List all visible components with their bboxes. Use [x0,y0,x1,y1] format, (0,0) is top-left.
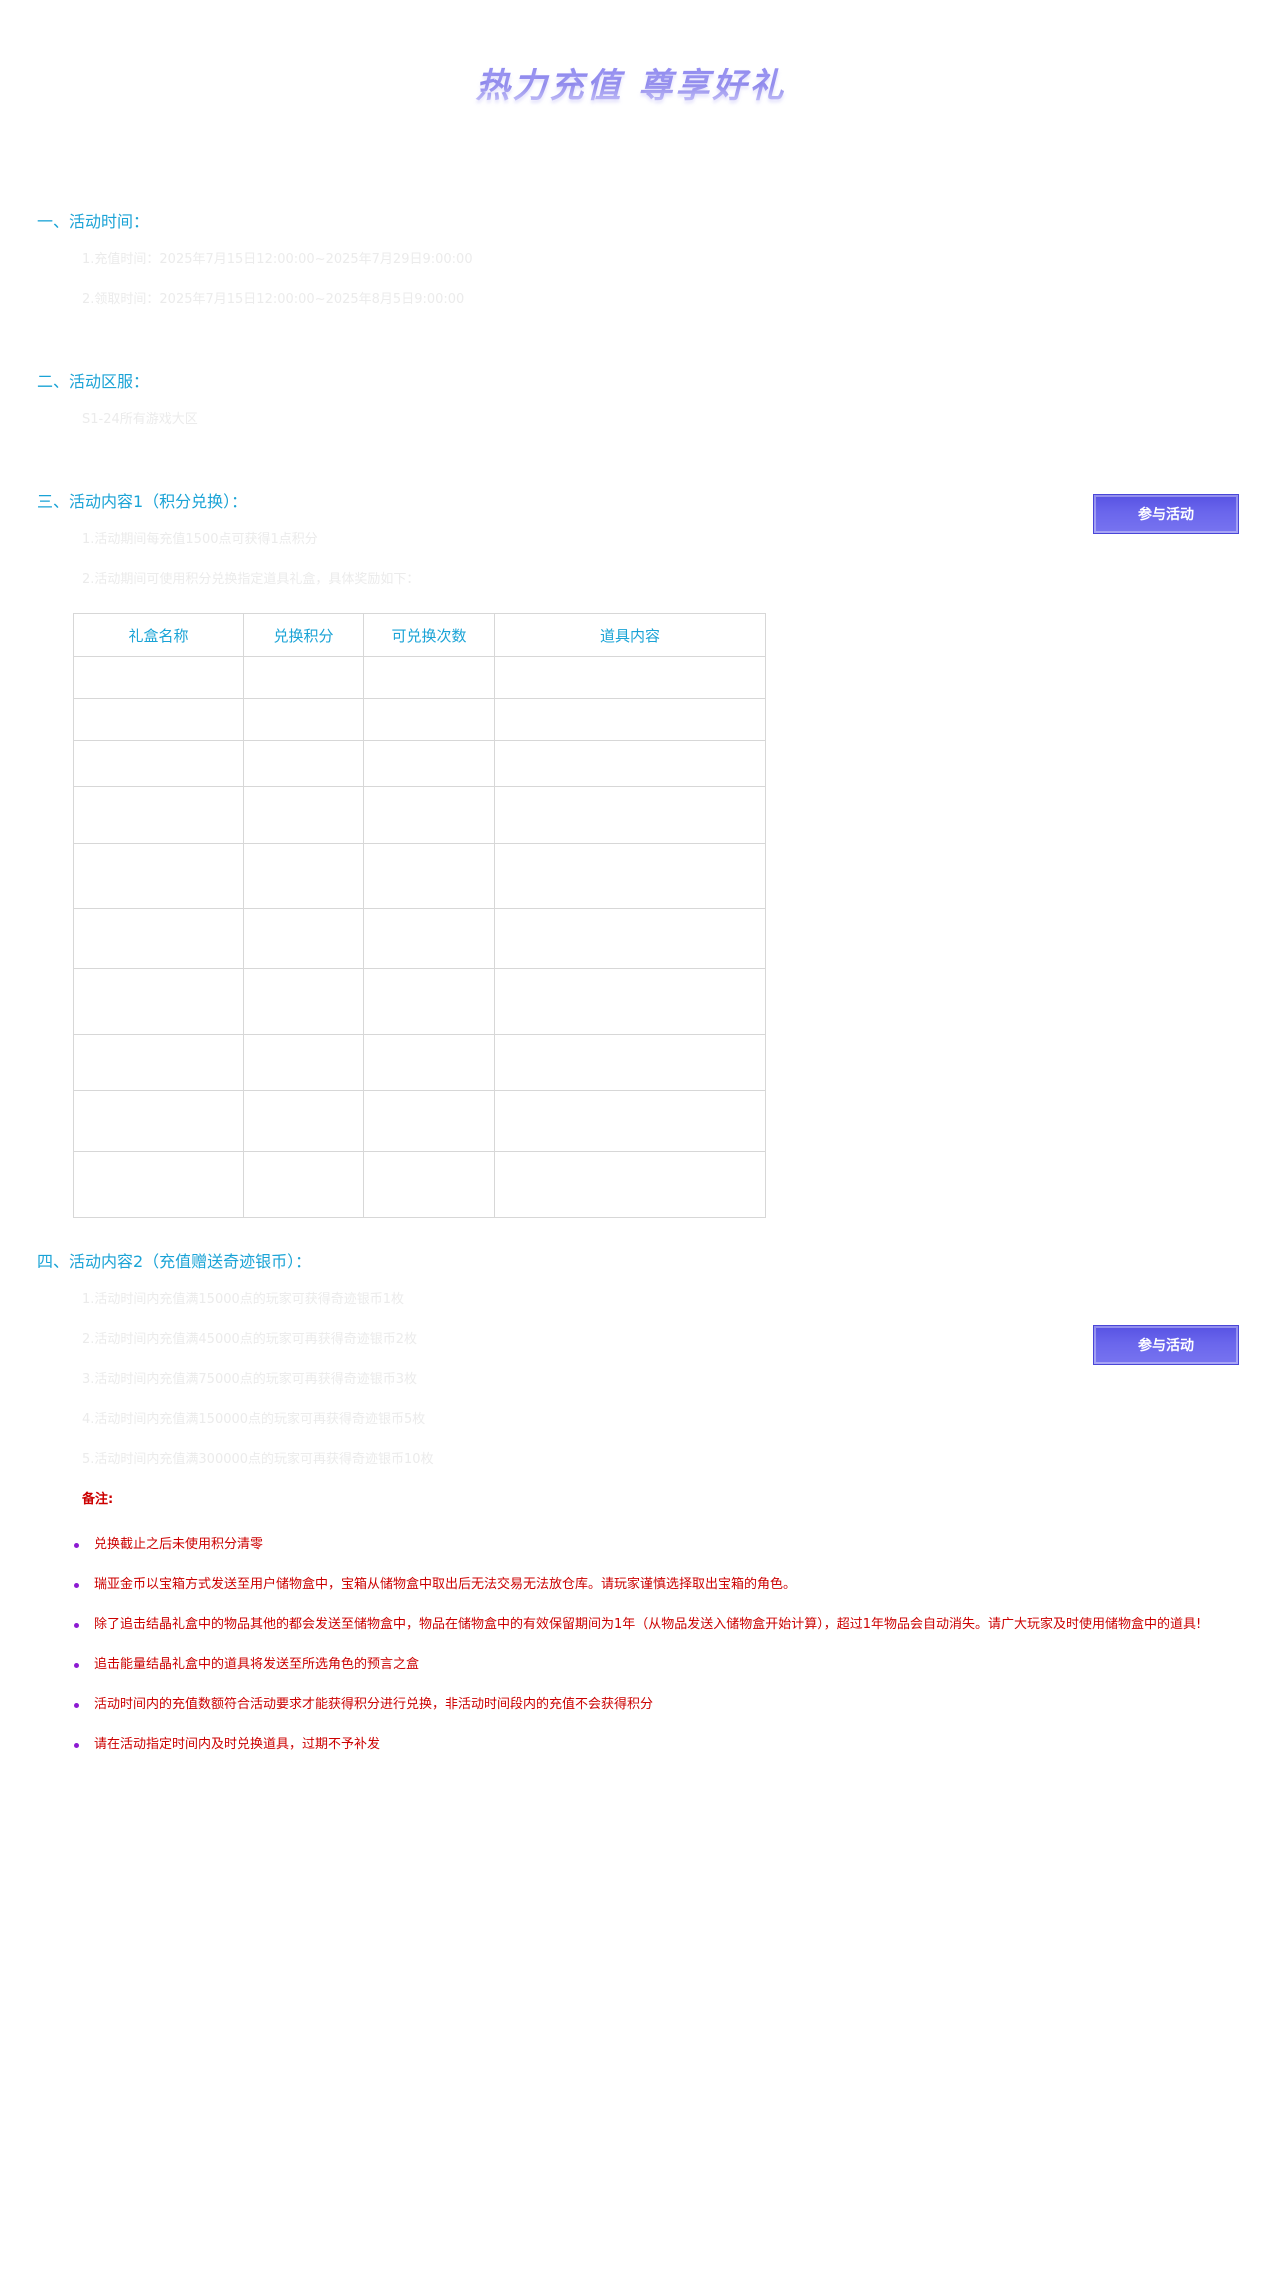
table-cell [243,908,364,969]
table-cell [363,786,495,844]
section-title-points-exchange: 三、活动内容1（积分兑换）： [37,492,248,511]
table-cell [494,698,766,741]
table-cell [363,656,495,699]
servers-line: S1-24所有游戏大区 [82,412,198,427]
table-row [73,698,766,741]
banner-title: 热力充值 尊享好礼 [0,58,1262,107]
table-cell [363,968,495,1035]
table-header-row: 礼盒名称 兑换积分 可兑换次数 道具内容 [73,613,766,657]
table-cell [363,1090,495,1152]
table-cell [494,1090,766,1152]
points-exchange-line: 2.活动期间可使用积分兑换指定道具礼盒，具体奖励如下： [82,572,420,587]
table-cell [494,843,766,909]
note-text: 追击能量结晶礼盒中的道具将发送至所选角色的预言之盒 [94,1657,420,1672]
table-cell [243,698,364,741]
bullet-icon [74,1583,79,1588]
table-cell [243,1151,364,1218]
table-cell [243,786,364,844]
table-cell [494,1151,766,1218]
table-cell [363,698,495,741]
table-cell [363,908,495,969]
join-activity-button[interactable]: 参与活动 [1093,494,1239,534]
column-header-exchange-points: 兑换积分 [243,613,364,657]
coin-tier-2: 2.活动时间内充值满45000点的玩家可再获得奇迹银币2枚 [82,1332,418,1347]
table-row [73,786,766,844]
table-cell [73,1090,244,1152]
table-cell [494,1034,766,1091]
coin-tier-3: 3.活动时间内充值满75000点的玩家可再获得奇迹银币3枚 [82,1372,418,1387]
list-item: 活动时间内的充值数额符合活动要求才能获得积分进行兑换，非活动时间段内的充值不会获… [74,1685,1214,1725]
table-row [73,1151,766,1218]
table-cell [243,1090,364,1152]
section-title-silver-coin: 四、活动内容2（充值赠送奇迹银币）： [37,1252,312,1271]
table-cell [73,740,244,787]
table-cell [73,968,244,1035]
table-row [73,908,766,969]
table-cell [494,968,766,1035]
bullet-icon [74,1663,79,1668]
time-line-recharge: 1.充值时间：2025年7月15日12:00:00~2025年7月29日9:00… [82,252,473,267]
table-cell [363,1151,495,1218]
note-text: 瑞亚金币以宝箱方式发送至用户储物盒中，宝箱从储物盒中取出后无法交易无法放仓库。请… [94,1577,797,1592]
column-header-exchange-times: 可兑换次数 [363,613,495,657]
table-cell [73,698,244,741]
table-row [73,968,766,1035]
section-title-time: 一、活动时间： [37,212,150,231]
notes-list: 兑换截止之后未使用积分清零 瑞亚金币以宝箱方式发送至用户储物盒中，宝箱从储物盒中… [74,1525,1214,1765]
table-cell [363,1034,495,1091]
table-cell [73,656,244,699]
note-text: 请在活动指定时间内及时兑换道具，过期不予补发 [94,1737,381,1752]
join-activity-button[interactable]: 参与活动 [1093,1325,1239,1365]
points-rule-line: 1.活动期间每充值1500点可获得1点积分 [82,532,318,547]
rewards-table: 礼盒名称 兑换积分 可兑换次数 道具内容 [73,613,766,1218]
table-row [73,843,766,909]
table-cell [243,843,364,909]
bullet-icon [74,1543,79,1548]
list-item: 请在活动指定时间内及时兑换道具，过期不予补发 [74,1725,1214,1765]
table-cell [363,740,495,787]
list-item: 追击能量结晶礼盒中的道具将发送至所选角色的预言之盒 [74,1645,1214,1685]
table-cell [73,843,244,909]
table-cell [243,656,364,699]
list-item: 瑞亚金币以宝箱方式发送至用户储物盒中，宝箱从储物盒中取出后无法交易无法放仓库。请… [74,1565,1214,1605]
table-cell [363,843,495,909]
list-item: 除了追击结晶礼盒中的物品其他的都会发送至储物盒中，物品在储物盒中的有效保留期间为… [74,1605,1214,1645]
coin-tier-4: 4.活动时间内充值满150000点的玩家可再获得奇迹银币5枚 [82,1412,426,1427]
column-header-gift-name: 礼盒名称 [73,613,244,657]
note-text: 活动时间内的充值数额符合活动要求才能获得积分进行兑换，非活动时间段内的充值不会获… [94,1697,654,1712]
list-item: 兑换截止之后未使用积分清零 [74,1525,1214,1565]
table-cell [73,1034,244,1091]
table-cell [73,786,244,844]
column-header-item-contents: 道具内容 [494,613,766,657]
notes-title: 备注: [82,1492,114,1507]
coin-tier-1: 1.活动时间内充值满15000点的玩家可获得奇迹银币1枚 [82,1292,405,1307]
coin-tier-5: 5.活动时间内充值满300000点的玩家可再获得奇迹银币10枚 [82,1452,434,1467]
table-row [73,1034,766,1091]
time-line-claim: 2.领取时间：2025年7月15日12:00:00~2025年8月5日9:00:… [82,292,465,307]
note-text: 兑换截止之后未使用积分清零 [94,1537,264,1552]
note-text: 除了追击结晶礼盒中的物品其他的都会发送至储物盒中，物品在储物盒中的有效保留期间为… [94,1617,1202,1632]
table-cell [494,656,766,699]
table-cell [494,786,766,844]
section-title-servers: 二、活动区服： [37,372,150,391]
table-cell [73,1151,244,1218]
table-cell [243,968,364,1035]
table-cell [494,740,766,787]
table-row [73,740,766,787]
table-cell [494,908,766,969]
table-cell [73,908,244,969]
bullet-icon [74,1743,79,1748]
bullet-icon [74,1623,79,1628]
table-row [73,1090,766,1152]
table-cell [243,740,364,787]
table-row [73,656,766,699]
table-cell [243,1034,364,1091]
bullet-icon [74,1703,79,1708]
